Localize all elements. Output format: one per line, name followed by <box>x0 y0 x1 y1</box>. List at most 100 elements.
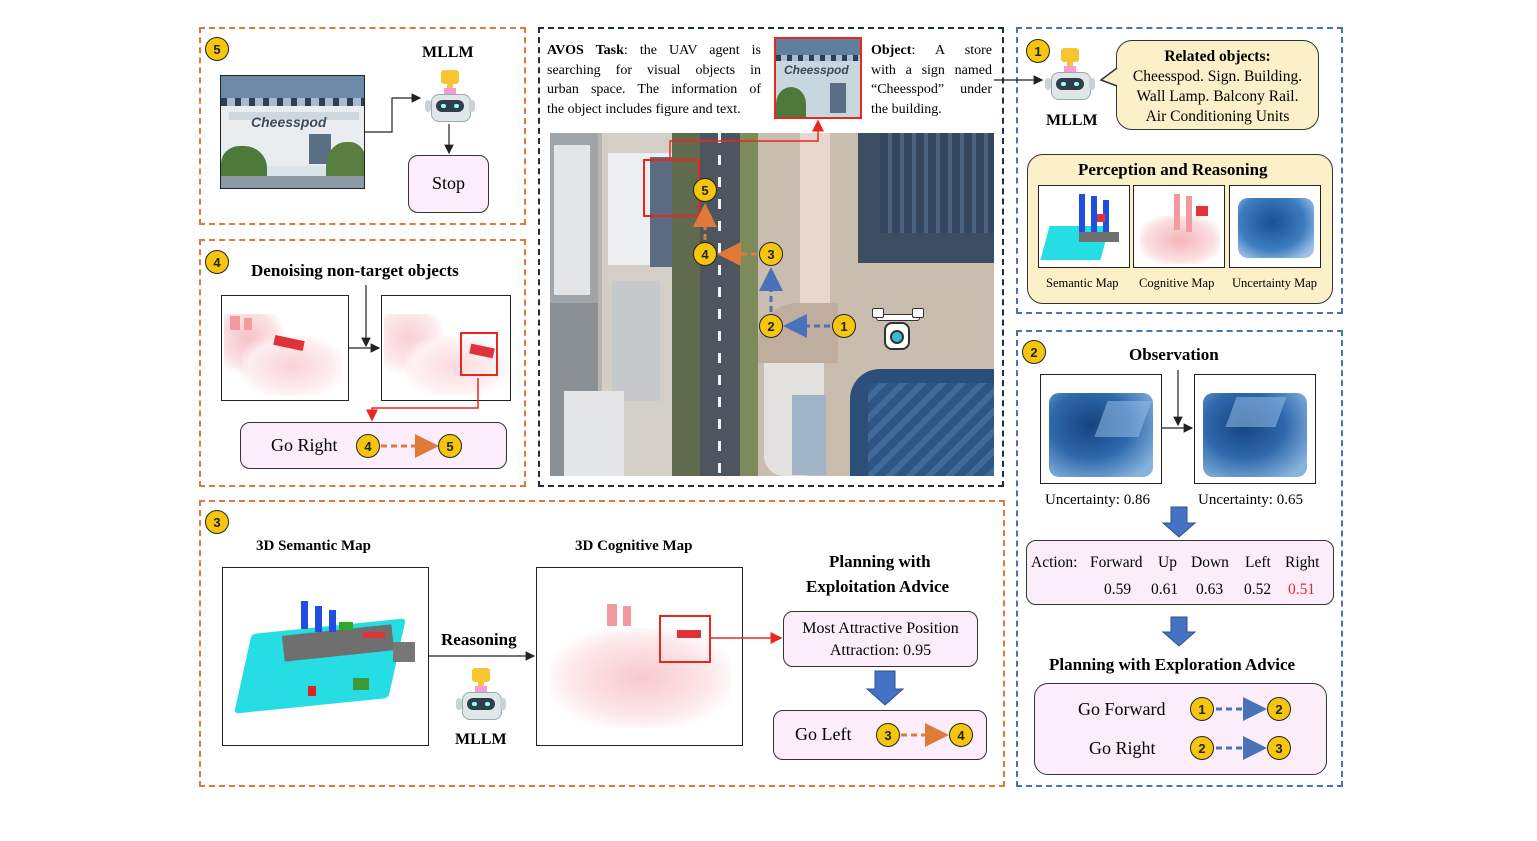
score-right: 0.51 <box>1288 581 1316 598</box>
cognitive-map-title: 3D Cognitive Map <box>575 538 693 554</box>
related-line1: Cheesspod. Sign. Building. <box>1132 68 1303 85</box>
drone-icon <box>872 292 924 354</box>
exploitation-title-1: Planning with <box>829 552 931 571</box>
related-line2: Wall Lamp. Balcony Rail. <box>1136 88 1299 105</box>
waypoint-5: 5 <box>693 178 717 202</box>
object-line1: : A store <box>911 43 992 58</box>
cognitive-map-after <box>381 295 511 401</box>
exploitation-title-2: Exploitation Advice <box>806 577 950 596</box>
object-label: Object <box>871 43 912 58</box>
path-badge-to: 5 <box>438 434 462 458</box>
score-left: 0.52 <box>1244 581 1272 598</box>
storefront-sign-text: Cheesspod <box>251 114 327 130</box>
uncertainty-cube-after <box>1194 374 1316 484</box>
observation-title: Observation <box>1129 345 1219 364</box>
waypoint-1: 1 <box>832 314 856 338</box>
most-attractive-label: Most Attractive Position <box>802 620 959 637</box>
panel-avos-task <box>538 27 1004 487</box>
path-badge-to: 3 <box>1267 736 1291 760</box>
target-to-thumbnail-link <box>669 119 824 159</box>
panel-step4 <box>199 239 526 487</box>
semantic-map-title: 3D Semantic Map <box>256 538 371 554</box>
waypoint-4: 4 <box>693 242 717 266</box>
uncertainty-map-thumb <box>1229 185 1321 268</box>
task-line3: urban space. The information of <box>547 82 761 97</box>
go-left-label: Go Left <box>795 724 852 744</box>
step2-badge: 2 <box>1022 340 1046 364</box>
task-description: AVOS Task: the UAV agent is searching fo… <box>547 41 761 119</box>
related-objects-bubble: Related objects: Cheesspod. Sign. Buildi… <box>1116 40 1319 130</box>
image-to-mllm-arrow <box>365 93 422 133</box>
red-target-link <box>366 378 479 422</box>
object-thumbnail: Cheesspod <box>774 37 862 119</box>
waypoint-2: 2 <box>759 314 783 338</box>
cognitive-map-label: Cognitive Map <box>1139 276 1215 290</box>
path-badge-from: 3 <box>876 723 900 747</box>
score-forward: 0.59 <box>1104 581 1132 598</box>
path-badge-from: 2 <box>1190 736 1214 760</box>
step3-badge: 3 <box>205 510 229 534</box>
action-down: Down <box>1191 554 1229 571</box>
semantic-map-3d <box>222 567 429 746</box>
task-line4: the object includes figure and text. <box>547 101 741 117</box>
go-right-label: Go Right <box>1089 738 1156 758</box>
perception-title: Perception and Reasoning <box>1078 160 1268 179</box>
cognitive-map-3d <box>536 567 743 746</box>
score-down: 0.63 <box>1196 581 1224 598</box>
object-line4: the building. <box>871 101 942 117</box>
task-line2: searching for visual objects in <box>547 62 761 78</box>
action-forward: Forward <box>1090 554 1143 571</box>
stop-label: Stop <box>431 173 465 193</box>
speech-bubble-tail <box>1099 67 1118 87</box>
attractive-position-box: Most Attractive Position Attraction: 0.9… <box>783 611 978 667</box>
panel4-title: Denoising non-target objects <box>251 261 459 280</box>
action-left: Left <box>1245 554 1271 571</box>
robot-icon <box>425 70 475 122</box>
panel-step3 <box>199 500 1005 787</box>
attraction-value: Attraction: 0.95 <box>829 642 932 659</box>
object-sign-text: Cheesspod <box>784 63 849 77</box>
task-line1: : the UAV agent is <box>623 43 761 58</box>
path-badge-to: 4 <box>949 723 973 747</box>
panel1-mllm-label: MLLM <box>1046 112 1098 129</box>
score-up: 0.61 <box>1151 581 1179 598</box>
reasoning-label: Reasoning <box>441 630 517 649</box>
storefront-image: Cheesspod <box>220 75 365 189</box>
panel-step1 <box>1016 27 1343 314</box>
waypoint-3: 3 <box>759 242 783 266</box>
go-right-box: Go Right <box>240 422 507 469</box>
action-label: Action: <box>1031 554 1078 571</box>
semantic-map-label: Semantic Map <box>1046 276 1119 290</box>
down-arrow-icon <box>1161 616 1197 647</box>
stop-box: Stop <box>408 155 489 213</box>
path-badge-to: 2 <box>1267 697 1291 721</box>
robot-icon <box>1045 48 1095 100</box>
down-arrow-icon <box>865 670 905 706</box>
step5-badge: 5 <box>205 37 229 61</box>
uncertainty-cube-before <box>1040 374 1162 484</box>
path-badge-from: 4 <box>356 434 380 458</box>
panel5-mllm-label: MLLM <box>422 44 474 61</box>
related-line3: Air Conditioning Units <box>1145 108 1290 125</box>
related-objects-title: Related objects: <box>1164 48 1271 65</box>
path-badge-from: 1 <box>1190 697 1214 721</box>
uncertainty-after-label: Uncertainty: 0.65 <box>1198 492 1303 508</box>
go-right-label: Go Right <box>271 435 338 455</box>
down-arrow-icon <box>1161 506 1197 538</box>
action-up: Up <box>1158 554 1177 571</box>
action-scores-box <box>1026 540 1334 605</box>
uncertainty-map-label: Uncertainty Map <box>1232 276 1318 290</box>
go-forward-label: Go Forward <box>1078 699 1166 719</box>
uncertainty-before-label: Uncertainty: 0.86 <box>1045 492 1150 508</box>
task-label: AVOS Task <box>547 43 624 58</box>
aerial-city-view <box>550 133 994 476</box>
action-right: Right <box>1285 554 1320 571</box>
panel-step5 <box>199 27 526 225</box>
step1-badge: 1 <box>1026 39 1050 63</box>
robot-icon <box>456 668 506 720</box>
object-line2: with a sign named <box>871 62 992 78</box>
object-line3: “Cheesspod” under <box>871 82 992 97</box>
exploration-title: Planning with Exploration Advice <box>1049 655 1296 674</box>
step4-badge: 4 <box>205 250 229 274</box>
